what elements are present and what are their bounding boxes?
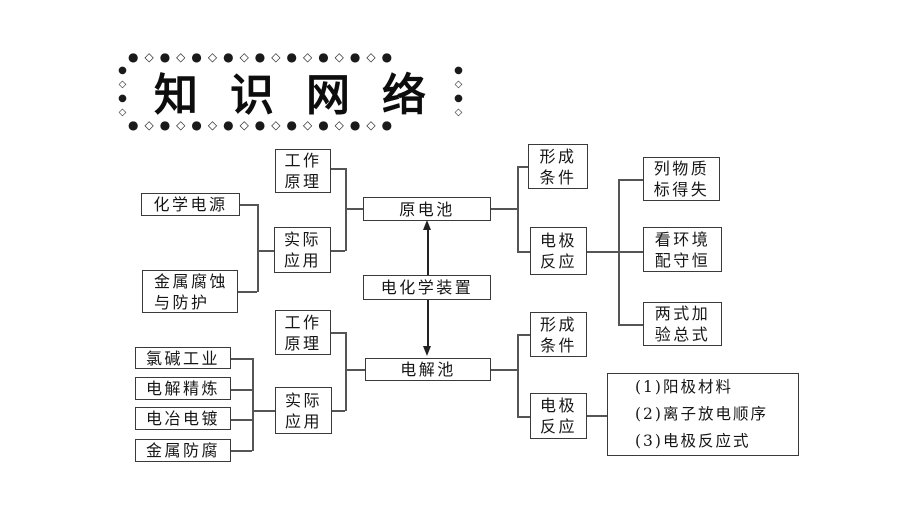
connector (517, 334, 530, 336)
connector (331, 332, 345, 334)
electrode-step-3: (3)电极反应式 (635, 432, 751, 450)
node-formation-conditions-top: 形成 条件 (528, 144, 588, 189)
connector (345, 168, 347, 251)
connector (618, 324, 643, 326)
arrow-up-icon (423, 220, 431, 230)
connector (231, 419, 252, 421)
arrow-shaft-up (427, 229, 429, 275)
connector (231, 358, 252, 360)
connector (252, 358, 254, 451)
connector (517, 166, 528, 168)
connector (257, 204, 259, 292)
title-box: ●◇●◇●◇●◇●◇●◇●◇●◇● ●◇●◇●◇●◇●◇●◇●◇●◇● ●◇●◇… (117, 51, 464, 131)
connector (331, 168, 345, 170)
connector (587, 415, 607, 417)
connector (238, 291, 257, 293)
connector (491, 369, 517, 371)
electrode-step-2: (2)离子放电顺序 (635, 405, 768, 423)
title-border-bottom: ●◇●◇●◇●◇●◇●◇●◇●◇● (128, 119, 399, 131)
node-electrolytic-cell: 电解池 (365, 358, 491, 381)
connector (517, 416, 530, 418)
arrow-shaft-down (427, 300, 429, 346)
node-electrode-reaction-bottom: 电极 反应 (530, 393, 587, 439)
node-two-equations: 两式加 验总式 (643, 302, 722, 346)
title-border-left: ●◇●◇● (117, 65, 128, 117)
connector (587, 251, 643, 253)
connector (331, 250, 345, 252)
node-practical-application-bottom: 实际 应用 (275, 387, 332, 434)
arrow-down-icon (423, 346, 431, 356)
connector (618, 179, 643, 181)
electrode-step-1: (1)阳极材料 (635, 378, 733, 396)
node-working-principle-top: 工作 原理 (275, 149, 331, 193)
connector (240, 204, 257, 206)
node-practical-application-top: 实际 应用 (274, 227, 331, 273)
node-formation-conditions-bottom: 形成 条件 (530, 312, 587, 357)
connector (345, 369, 365, 371)
node-electrode-reaction-top: 电极 反应 (530, 227, 587, 275)
node-watch-environment: 看环境 配守恒 (643, 227, 722, 272)
connector (618, 179, 620, 325)
node-metal-corrosion-protection: 金属腐蚀 与防护 (142, 270, 238, 313)
node-metal-anticorrosion: 金属防腐 (135, 439, 231, 462)
connector (257, 250, 274, 252)
node-electrochemical-device: 电化学装置 (363, 275, 491, 300)
page-title: 知识网络 (154, 70, 458, 121)
connector (517, 166, 519, 252)
node-list-substance: 列物质 标得失 (643, 157, 720, 201)
connector (517, 334, 519, 417)
connector (491, 208, 517, 210)
node-electrometallurgy-plating: 电冶电镀 (135, 407, 231, 430)
node-working-principle-bottom: 工作 原理 (275, 310, 331, 355)
title-border-right: ●◇●◇● (453, 65, 464, 117)
connector (345, 332, 347, 411)
connector (517, 251, 530, 253)
node-primary-cell: 原电池 (363, 197, 491, 221)
connector (231, 389, 252, 391)
title-border-top: ●◇●◇●◇●◇●◇●◇●◇●◇● (128, 51, 399, 63)
node-chlor-alkali: 氯碱工业 (135, 347, 231, 369)
node-electrolytic-refining: 电解精炼 (135, 377, 231, 400)
node-chemical-power: 化学电源 (141, 193, 240, 216)
connector (332, 410, 345, 412)
connector (345, 208, 363, 210)
node-electrode-steps: (1)阳极材料 (2)离子放电顺序 (3)电极反应式 (607, 373, 799, 456)
connector (231, 450, 252, 452)
connector (252, 410, 275, 412)
